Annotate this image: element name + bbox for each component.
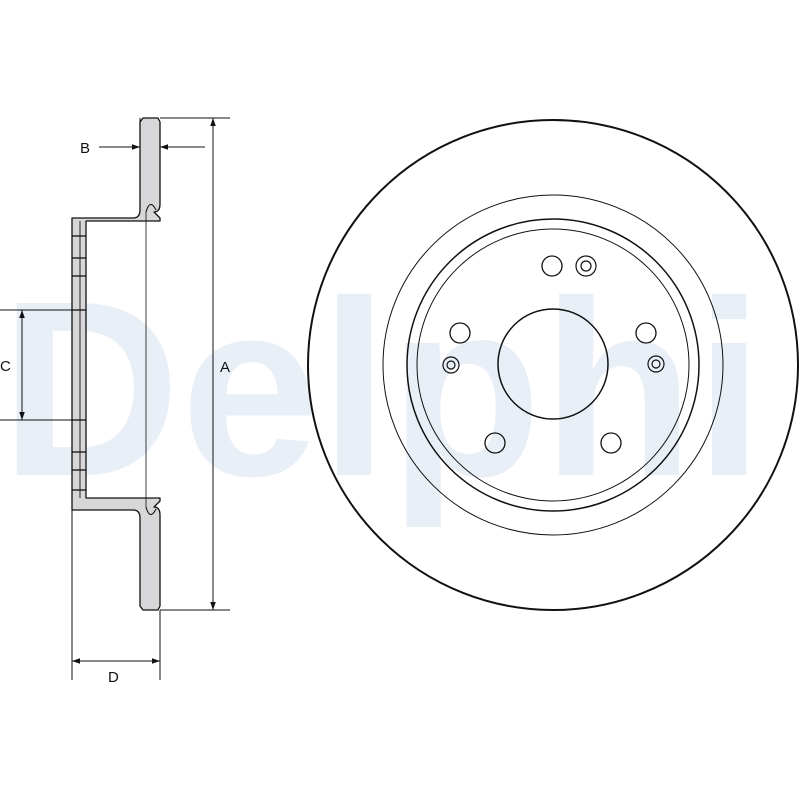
disc-front-view (307, 119, 799, 611)
locating-screw-holes (442, 255, 665, 374)
disc-outer-edge (307, 119, 799, 611)
screw-hole (442, 356, 460, 374)
dimension-label-a: A (220, 359, 230, 376)
delphi-watermark-logo: Delphi (0, 249, 764, 528)
hat-face-edge (416, 228, 690, 502)
dimension-label-c: C (0, 358, 11, 375)
hat-outer-edge (406, 218, 700, 512)
wheel-bolt-holes (449, 255, 657, 454)
bolt-hole (449, 322, 471, 344)
screw-hole (575, 255, 597, 277)
dimension-label-d: D (108, 669, 119, 686)
dimension-lines (0, 117, 230, 680)
screw-hole-inner (580, 260, 592, 272)
bolt-hole (635, 322, 657, 344)
bolt-hole (484, 432, 506, 454)
screw-hole-inner (446, 360, 456, 370)
screw-hole (647, 355, 665, 373)
bolt-hole (541, 255, 563, 277)
bolt-hole (600, 432, 622, 454)
friction-ring-inner-edge (382, 194, 724, 536)
disc-side-profile (71, 117, 161, 611)
disc-cross-section (71, 117, 161, 611)
dimension-label-b: B (80, 140, 90, 157)
screw-hole-inner (651, 359, 661, 369)
center-bore (497, 308, 609, 420)
